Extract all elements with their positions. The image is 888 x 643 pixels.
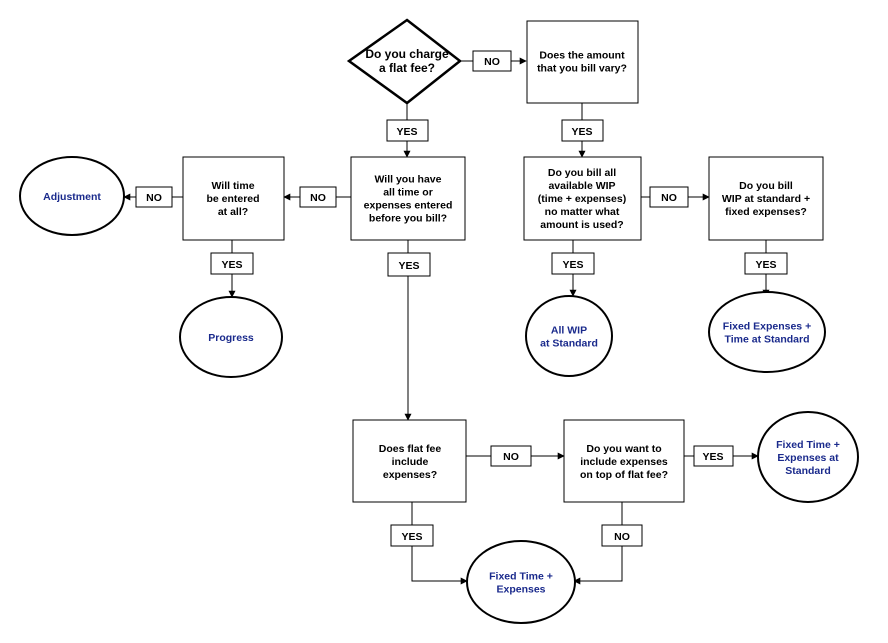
label-no-bill-all-wip: NO	[649, 186, 689, 208]
text-line: Expenses	[496, 584, 545, 596]
text-line: include expenses	[580, 456, 668, 468]
text-line: expenses?	[383, 469, 437, 481]
label-no-time-entered-text: NO	[146, 192, 162, 204]
text-line: Standard	[785, 465, 831, 477]
label-no-flat-fee-expenses-text: NO	[503, 451, 519, 463]
label-no-include-expenses: NO	[601, 524, 643, 547]
label-no-flat-fee-expenses: NO	[490, 445, 532, 467]
text-line: Will time	[211, 180, 254, 192]
text-line: no matter what	[545, 206, 620, 218]
outcome-progress-text: Progress	[208, 332, 254, 344]
outcome-fixed-expenses-time-text: Fixed Expenses +Time at Standard	[723, 321, 811, 346]
label-yes-include-expenses: YES	[693, 445, 734, 467]
label-no-flat-fee-text: NO	[484, 56, 500, 68]
label-no-flat-fee: NO	[472, 50, 512, 72]
text-line: amount is used?	[540, 219, 623, 231]
text-line: expenses entered	[364, 200, 453, 212]
text-line: Do you charge	[365, 47, 449, 61]
label-no-time-entered: NO	[135, 186, 173, 208]
label-no-entered-text: NO	[310, 192, 326, 204]
label-yes-time-entered-text: YES	[221, 259, 242, 271]
outcome-progress: Progress	[179, 296, 283, 378]
label-yes-entered: YES	[387, 252, 431, 277]
text-line: available WIP	[548, 180, 615, 192]
outcome-fixed-time-expenses: Fixed Time +Expenses	[466, 540, 576, 624]
label-yes-wip-standard: YES	[744, 252, 788, 275]
arrow-to-fixed-time-expenses-left	[411, 546, 468, 585]
text-line: before you bill?	[369, 213, 447, 225]
text-line: at all?	[218, 206, 248, 218]
label-yes-entered-text: YES	[398, 260, 419, 272]
label-yes-flat-fee: YES	[386, 119, 429, 142]
label-no-entered: NO	[299, 186, 337, 208]
text-line: a flat fee?	[379, 61, 435, 75]
text-line: Fixed Time +	[489, 571, 553, 583]
text-line: Does the amount	[539, 50, 625, 62]
text-line: at Standard	[540, 338, 598, 350]
label-yes-wip-standard-text: YES	[755, 259, 776, 271]
text-line: All WIP	[551, 325, 587, 337]
outcome-fixed-expenses-time: Fixed Expenses +Time at Standard	[708, 291, 826, 373]
text-line: be entered	[206, 193, 259, 205]
outcome-adjustment: Adjustment	[19, 156, 125, 236]
text-line: Time at Standard	[725, 334, 810, 346]
text-line: Expenses at	[777, 452, 839, 464]
label-yes-time-entered: YES	[210, 252, 254, 275]
text-line: Do you want to	[586, 443, 661, 455]
text-line: Fixed Expenses +	[723, 321, 811, 333]
label-yes-include-expenses-text: YES	[702, 451, 723, 463]
text-line: Adjustment	[43, 191, 101, 203]
text-line: (time + expenses)	[538, 193, 626, 205]
text-line: Fixed Time +	[776, 439, 840, 451]
text-line: WIP at standard +	[722, 193, 810, 205]
text-line: Will you have	[374, 174, 441, 186]
label-yes-flat-fee-expenses-text: YES	[401, 531, 422, 543]
label-yes-amount-vary: YES	[561, 119, 604, 142]
label-yes-flat-fee-text: YES	[396, 126, 417, 138]
outcome-fixed-time-expenses-text: Fixed Time +Expenses	[489, 571, 553, 596]
outcome-adjustment-text: Adjustment	[43, 191, 101, 203]
text-line: Does flat fee	[379, 443, 442, 455]
text-line: Progress	[208, 332, 254, 344]
label-yes-bill-all-wip-text: YES	[562, 259, 583, 271]
text-line: all time or	[383, 187, 433, 199]
label-yes-amount-vary-text: YES	[571, 126, 592, 138]
text-line: on top of flat fee?	[580, 469, 668, 481]
label-no-include-expenses-text: NO	[614, 531, 630, 543]
text-line: Do you bill	[739, 180, 793, 192]
label-yes-bill-all-wip: YES	[551, 252, 595, 275]
text-line: Do you bill all	[548, 167, 616, 179]
arrow-to-fixed-time-expenses-right	[573, 546, 623, 585]
text-line: fixed expenses?	[725, 206, 807, 218]
text-line: that you bill vary?	[537, 63, 627, 75]
label-yes-flat-fee-expenses: YES	[390, 524, 434, 547]
text-line: include	[392, 456, 429, 468]
label-no-bill-all-wip-text: NO	[661, 192, 677, 204]
